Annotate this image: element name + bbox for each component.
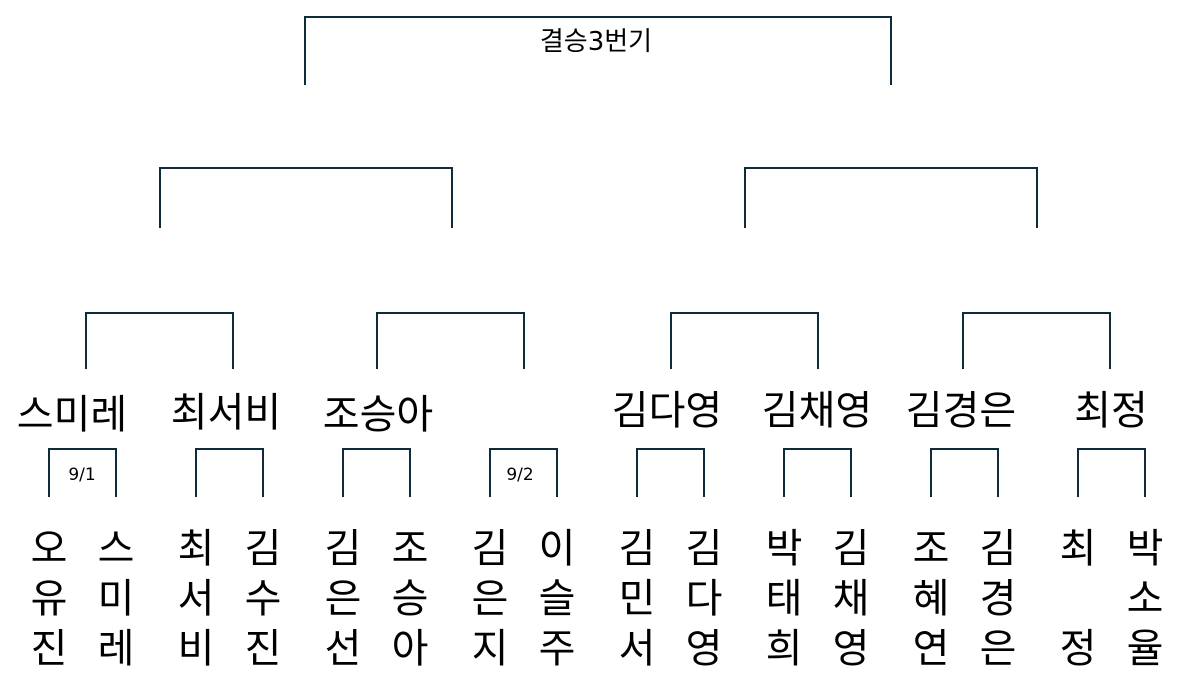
player-name-char: 태 xyxy=(766,576,803,622)
quarterfinal-name: 조승아 xyxy=(323,392,433,438)
player-name-char: 희 xyxy=(766,626,803,672)
player-name-char: 조 xyxy=(392,526,429,572)
player-name-char: 오 xyxy=(31,526,68,572)
player-name-char: 영 xyxy=(833,626,870,672)
player-name-char: 서 xyxy=(619,626,656,672)
player-names: 오유진스미레최서비김수진김은선조승아김은지이슬주김민서김다영박태희김채영조혜연김… xyxy=(31,526,1164,672)
player-name-char: 김 xyxy=(686,526,723,572)
player-name-char: 은 xyxy=(980,626,1017,672)
player-name-char: 최 xyxy=(1060,526,1097,572)
final-round-label: 결승3번기 xyxy=(540,27,652,57)
player-name-char: 주 xyxy=(539,626,576,672)
final-bracket-line xyxy=(304,16,892,85)
player-name-char: 민 xyxy=(619,576,656,622)
first-round-bracket-line xyxy=(195,448,264,497)
match-date-label: 9/1 xyxy=(68,465,95,485)
player-name-char: 다 xyxy=(686,576,723,622)
player-name-char: 연 xyxy=(913,626,950,672)
semifinal-bracket-line xyxy=(744,167,1038,228)
player-name-char: 김 xyxy=(833,526,870,572)
player-name-char: 영 xyxy=(686,626,723,672)
player-name-char: 소 xyxy=(1127,576,1164,622)
player-name-char: 은 xyxy=(325,576,362,622)
semifinal-bracket-line xyxy=(159,167,453,228)
quarterfinal-bracket-line xyxy=(85,312,234,369)
first-round-bracket-line xyxy=(636,448,705,497)
player-name-char: 아 xyxy=(392,626,429,672)
quarterfinal-name: 김다영 xyxy=(612,388,722,434)
quarterfinal-name: 김채영 xyxy=(762,388,872,434)
player-name-char: 율 xyxy=(1127,626,1164,672)
quarterfinal-name: 최서비 xyxy=(171,390,281,436)
player-name-char: 김 xyxy=(325,526,362,572)
first-round-bracket-line xyxy=(930,448,999,497)
player-name-char: 이 xyxy=(539,526,576,572)
player-name-char: 수 xyxy=(245,576,282,622)
player-name-char: 혜 xyxy=(913,576,950,622)
player-name-char: 김 xyxy=(472,526,509,572)
player-name-char: 정 xyxy=(1060,626,1097,672)
player-name-char: 서 xyxy=(178,576,215,622)
player-name-char: 승 xyxy=(392,576,429,622)
player-name-char: 김 xyxy=(619,526,656,572)
quarterfinal-bracket-line xyxy=(670,312,819,369)
quarterfinal-bracket-line xyxy=(376,312,525,369)
player-name-char: 조 xyxy=(913,526,950,572)
first-round-bracket-line xyxy=(489,448,558,497)
player-name-char: 레 xyxy=(98,626,135,672)
player-name-char: 미 xyxy=(98,576,135,622)
player-name-char: 슬 xyxy=(539,576,576,622)
player-name-char: 박 xyxy=(766,526,803,572)
player-name-char: 선 xyxy=(325,626,362,672)
player-name-char: 경 xyxy=(980,576,1017,622)
quarterfinal-name: 최정 xyxy=(1074,388,1148,434)
first-round-bracket-line xyxy=(1077,448,1146,497)
player-name-char: 채 xyxy=(833,576,870,622)
player-name-char: 진 xyxy=(31,626,68,672)
player-name-char: 진 xyxy=(245,626,282,672)
player-name-char: 김 xyxy=(980,526,1017,572)
player-name-char: 유 xyxy=(31,576,68,622)
player-name-char: 은 xyxy=(472,576,509,622)
match-date-label: 9/2 xyxy=(506,465,533,485)
quarterfinal-name: 스미레 xyxy=(17,392,127,438)
player-name-char: 박 xyxy=(1127,526,1164,572)
first-round-bracket-line xyxy=(783,448,852,497)
quarterfinal-bracket-line xyxy=(962,312,1111,369)
first-round-bracket-line xyxy=(342,448,411,497)
player-name-char: 김 xyxy=(245,526,282,572)
player-name-char: 스 xyxy=(98,526,135,572)
first-round-bracket-line xyxy=(48,448,117,497)
quarterfinal-name: 김경은 xyxy=(906,388,1016,434)
player-name-char: 최 xyxy=(178,526,215,572)
player-name-char: 비 xyxy=(178,626,215,672)
player-name-char: 지 xyxy=(472,626,509,672)
